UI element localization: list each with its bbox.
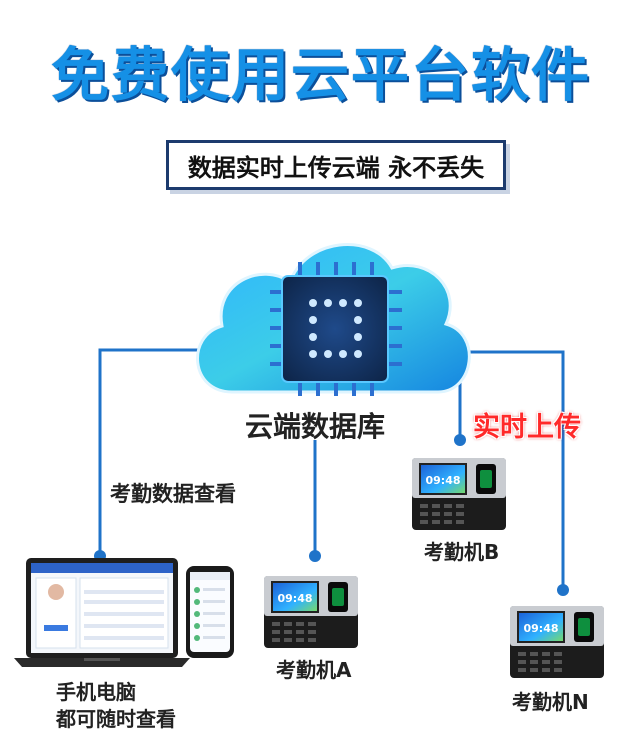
- attendance-machine-a-icon: 09:48: [264, 576, 358, 648]
- line-to-device-n: [440, 350, 565, 590]
- line-to-pc: [98, 348, 240, 556]
- attendance-view-label: 考勤数据查看: [110, 482, 236, 506]
- screen-time-b: 09:48: [425, 474, 460, 487]
- screen-time-a: 09:48: [277, 592, 312, 605]
- laptop-icon: [14, 558, 190, 667]
- pc-label-line2: 都可随时查看: [56, 707, 176, 731]
- screen-time-n: 09:48: [523, 622, 558, 635]
- device-a-label: 考勤机A: [276, 658, 352, 682]
- cloud-database-label: 云端数据库: [245, 410, 386, 443]
- chip-icon: [270, 262, 402, 396]
- pc-label-line1: 手机电脑: [56, 680, 136, 704]
- phone-icon: [186, 566, 234, 658]
- realtime-upload-label: 实时上传: [473, 412, 581, 443]
- attendance-machine-n-icon: 09:48: [510, 606, 604, 678]
- attendance-machine-b-icon: 09:48: [412, 458, 506, 530]
- device-n-label: 考勤机N: [512, 690, 589, 714]
- dot-device-n: [557, 584, 569, 596]
- page-title: 免费使用云平台软件: [50, 41, 591, 109]
- dot-device-b: [454, 434, 466, 446]
- subtitle-box: 数据实时上传云端 永不丢失: [166, 140, 506, 190]
- device-b-label: 考勤机B: [424, 540, 500, 564]
- dot-device-a: [309, 550, 321, 562]
